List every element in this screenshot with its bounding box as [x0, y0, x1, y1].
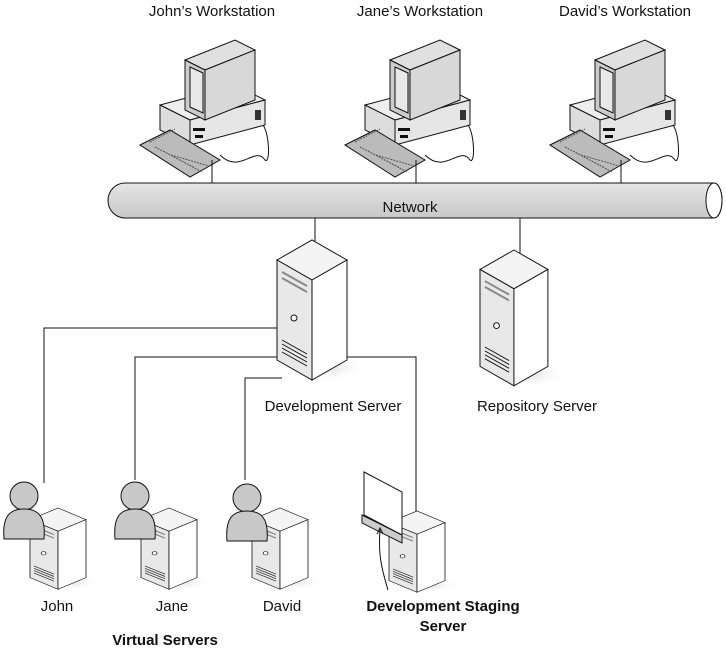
workstation-label-david: David’s Workstation [559, 3, 691, 20]
workstation-label-jane: Jane’s Workstation [357, 3, 483, 20]
workstation-label-john: John’s Workstation [149, 3, 275, 20]
workstation-icon [344, 39, 475, 178]
development-server-icon [276, 239, 368, 383]
workstation-connector-lines [211, 160, 622, 183]
virtual-server-label-jane: Jane [156, 598, 189, 615]
workstation-icon [549, 39, 680, 178]
repository-server-label: Repository Server [477, 398, 597, 415]
workstation-icon [139, 39, 270, 178]
user-icon [226, 483, 268, 542]
network-pipe [107, 182, 723, 219]
virtual-servers-group-label: Virtual Servers [112, 632, 218, 649]
network-label: Network [382, 199, 438, 216]
virtual-server-connector-lines [43, 327, 417, 515]
virtual-server-label-john: John [41, 598, 74, 615]
staging-label-line2: Server [420, 618, 467, 635]
presentation-board-icon [361, 471, 403, 591]
staging-label-line1: Development Staging [366, 598, 519, 615]
repository-server-icon [479, 249, 569, 389]
virtual-server-label-david: David [263, 598, 301, 615]
user-icon [3, 481, 45, 540]
server-connector-lines [314, 218, 521, 258]
development-server-label: Development Server [265, 398, 402, 415]
user-icon [114, 481, 156, 540]
